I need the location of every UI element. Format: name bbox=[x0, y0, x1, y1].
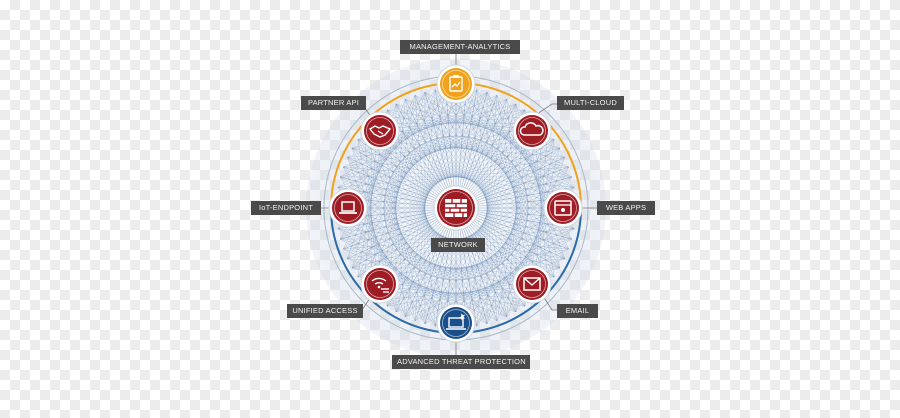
label-multi-cloud: MULTI-CLOUD bbox=[557, 96, 624, 110]
cloud-icon bbox=[519, 122, 544, 136]
label-email: EMAIL bbox=[557, 304, 598, 318]
label-iot-endpoint: IoT-ENDPOINT bbox=[251, 201, 321, 215]
handshake-icon bbox=[368, 125, 392, 138]
label-management-analytics: MANAGEMENT-ANALYTICS bbox=[400, 40, 520, 54]
node-multi-cloud bbox=[512, 111, 552, 151]
node-management-analytics bbox=[436, 64, 476, 104]
clipboard-chart-icon bbox=[449, 75, 463, 92]
node-unified-access bbox=[360, 264, 400, 304]
wifi-switch-icon bbox=[371, 277, 389, 293]
node-web-apps bbox=[543, 188, 583, 228]
label-partner-api: PARTNER API bbox=[301, 96, 366, 110]
browser-window-icon bbox=[554, 200, 572, 216]
node-advanced-threat-protection bbox=[436, 303, 476, 343]
label-unified-access: UNIFIED ACCESS bbox=[287, 304, 363, 318]
node-iot-endpoint bbox=[328, 188, 368, 228]
node-network bbox=[433, 185, 479, 231]
label-web-apps: WEB APPS bbox=[597, 201, 655, 215]
label-advanced-threat-protection: ADVANCED THREAT PROTECTION bbox=[392, 355, 530, 369]
envelope-icon bbox=[523, 277, 541, 291]
firewall-brick-icon bbox=[445, 199, 467, 217]
laptop-icon bbox=[339, 201, 357, 214]
node-group bbox=[328, 64, 583, 343]
node-partner-api bbox=[360, 111, 400, 151]
node-email bbox=[512, 264, 552, 304]
label-network: NETWORK bbox=[431, 238, 485, 252]
laptop-shield-icon bbox=[446, 313, 466, 330]
